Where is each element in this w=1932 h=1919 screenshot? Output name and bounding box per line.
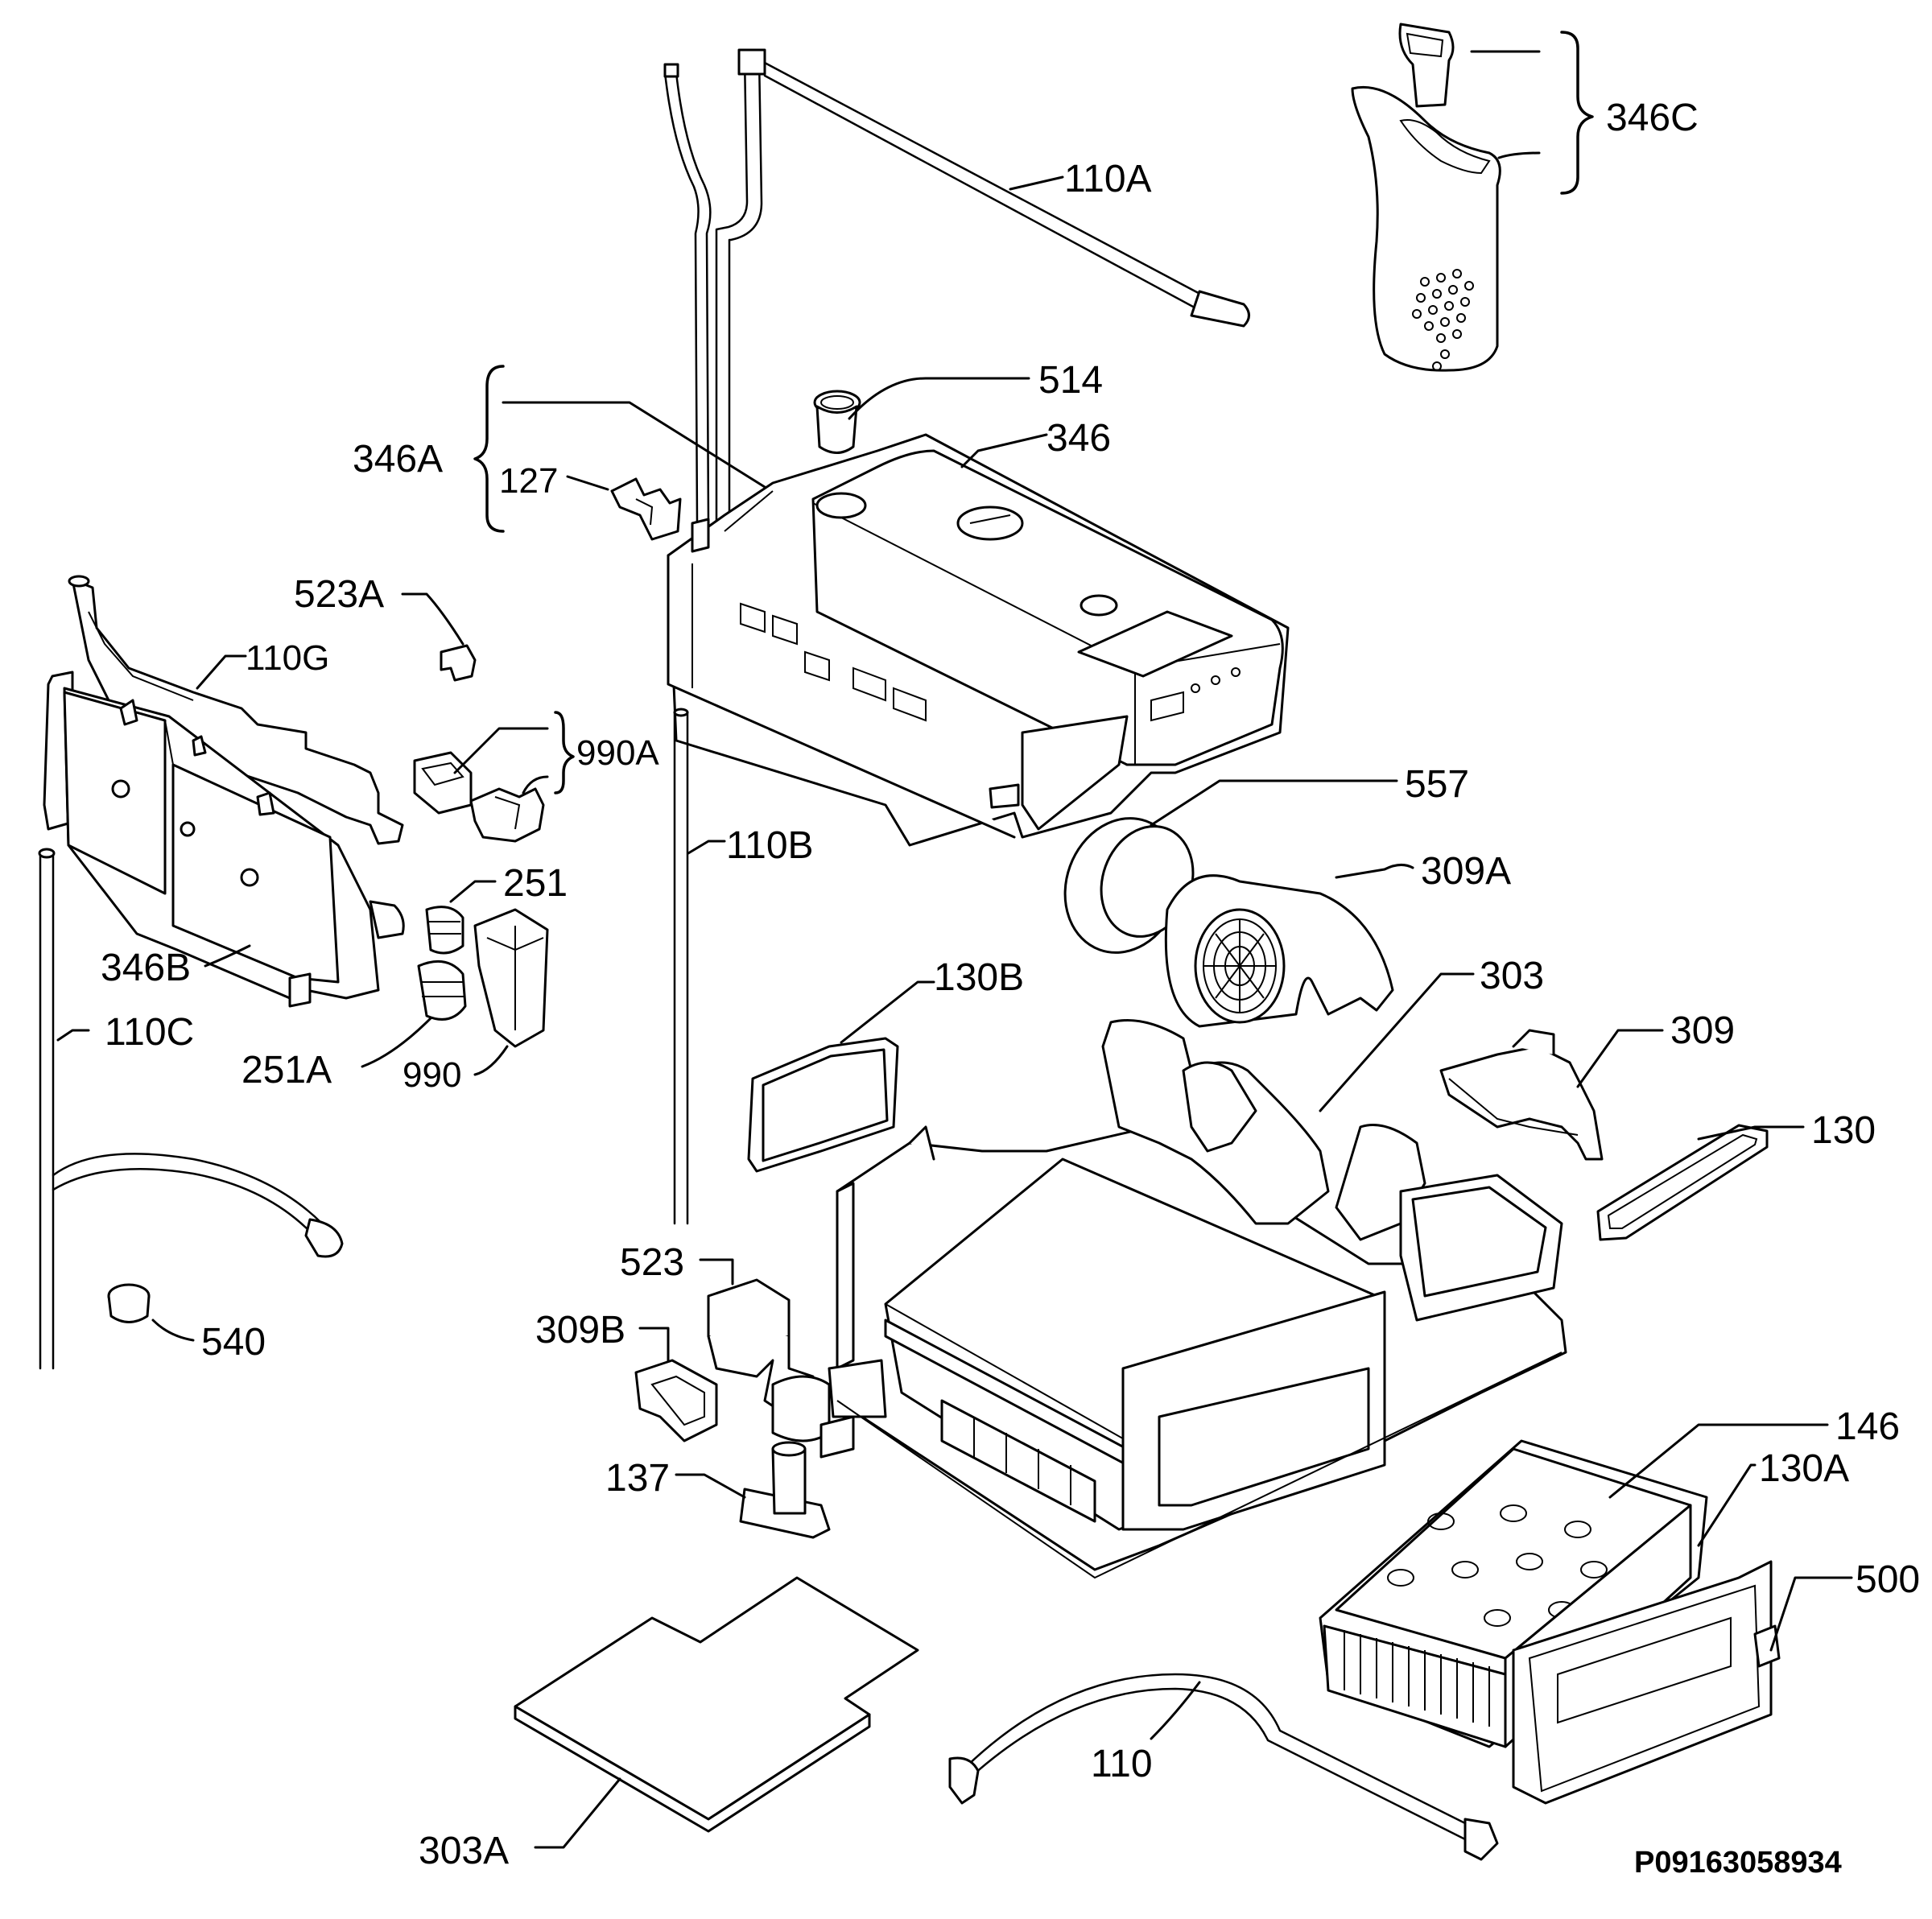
callout-346a: 346A [353, 438, 443, 481]
filter-holes [1412, 269, 1474, 371]
callout-990: 990 [402, 1055, 461, 1095]
callout-110g: 110G [246, 638, 329, 678]
part-110a-hose [663, 48, 1250, 533]
callout-110c: 110C [105, 1011, 194, 1054]
part-523a-clip: 523A [294, 573, 477, 682]
callout-346: 346 [1046, 417, 1111, 460]
callout-309b: 309B [535, 1309, 625, 1352]
part-540-clamp: 540 [107, 1283, 266, 1364]
part-346-water-container: 346 [667, 417, 1290, 847]
callout-346b: 346B [101, 947, 191, 989]
callout-110a: 110A [1064, 158, 1152, 200]
part-346b-panel: 346B [43, 671, 405, 1008]
part-127-clip [610, 477, 682, 541]
part-309a-fan-housing: 309A [1164, 850, 1511, 1028]
part-990a-assembly: 990A [413, 711, 659, 843]
part-110-hose: 110 [948, 1673, 1499, 1861]
document-code: P09163058934 [1634, 1846, 1842, 1880]
callout-309a: 309A [1421, 850, 1511, 893]
callout-130a: 130A [1759, 1447, 1849, 1490]
callout-557: 557 [1405, 763, 1469, 806]
callout-130b: 130B [934, 956, 1024, 999]
callout-990a: 990A [576, 733, 659, 773]
callout-146: 146 [1835, 1405, 1900, 1448]
fan-grille [1203, 918, 1277, 1013]
part-137-sensor: 137 [605, 1441, 831, 1539]
callout-303a: 303A [419, 1830, 509, 1872]
callout-500: 500 [1856, 1558, 1920, 1601]
part-146-heat-exchanger: 146 130A 500 [1319, 1405, 1920, 1805]
callout-346c: 346C [1606, 97, 1699, 139]
part-309-duct: 309 [1439, 1009, 1735, 1161]
part-523-relay: 523 [620, 1241, 855, 1459]
container-vents [740, 602, 927, 722]
callout-110: 110 [1091, 1743, 1153, 1785]
callout-251: 251 [503, 862, 568, 905]
part-303-base: 303 [828, 955, 1567, 1579]
part-990-duct: 990 [402, 908, 549, 1095]
part-251-nozzle: 251 [425, 862, 568, 955]
exchanger-fins [1344, 1630, 1490, 1727]
part-110b-tube: 110B [673, 708, 814, 1225]
part-303a-plate: 303A [419, 1576, 919, 1872]
callout-540: 540 [201, 1321, 266, 1364]
part-346c-filter: 346C [1351, 23, 1699, 372]
callout-137: 137 [605, 1457, 670, 1500]
callout-523a: 523A [294, 573, 384, 616]
part-130-gasket: 130 [1596, 1109, 1876, 1241]
part-110c-hose: 110C [38, 848, 344, 1370]
callout-523: 523 [620, 1241, 684, 1284]
part-309b-holder: 309B [535, 1309, 718, 1442]
group-346a: 346A 127 [353, 365, 766, 533]
callout-514: 514 [1038, 359, 1103, 402]
part-130b-gasket: 130B [747, 956, 1024, 1173]
part-514-cap: 514 [813, 359, 1103, 454]
callout-251a: 251A [242, 1049, 332, 1092]
callout-303: 303 [1480, 955, 1544, 997]
callout-309: 309 [1670, 1009, 1735, 1052]
callout-130: 130 [1811, 1109, 1876, 1152]
callout-110b: 110B [726, 824, 814, 867]
part-251a-nozzle: 251A [242, 960, 467, 1092]
callout-127: 127 [499, 461, 558, 501]
